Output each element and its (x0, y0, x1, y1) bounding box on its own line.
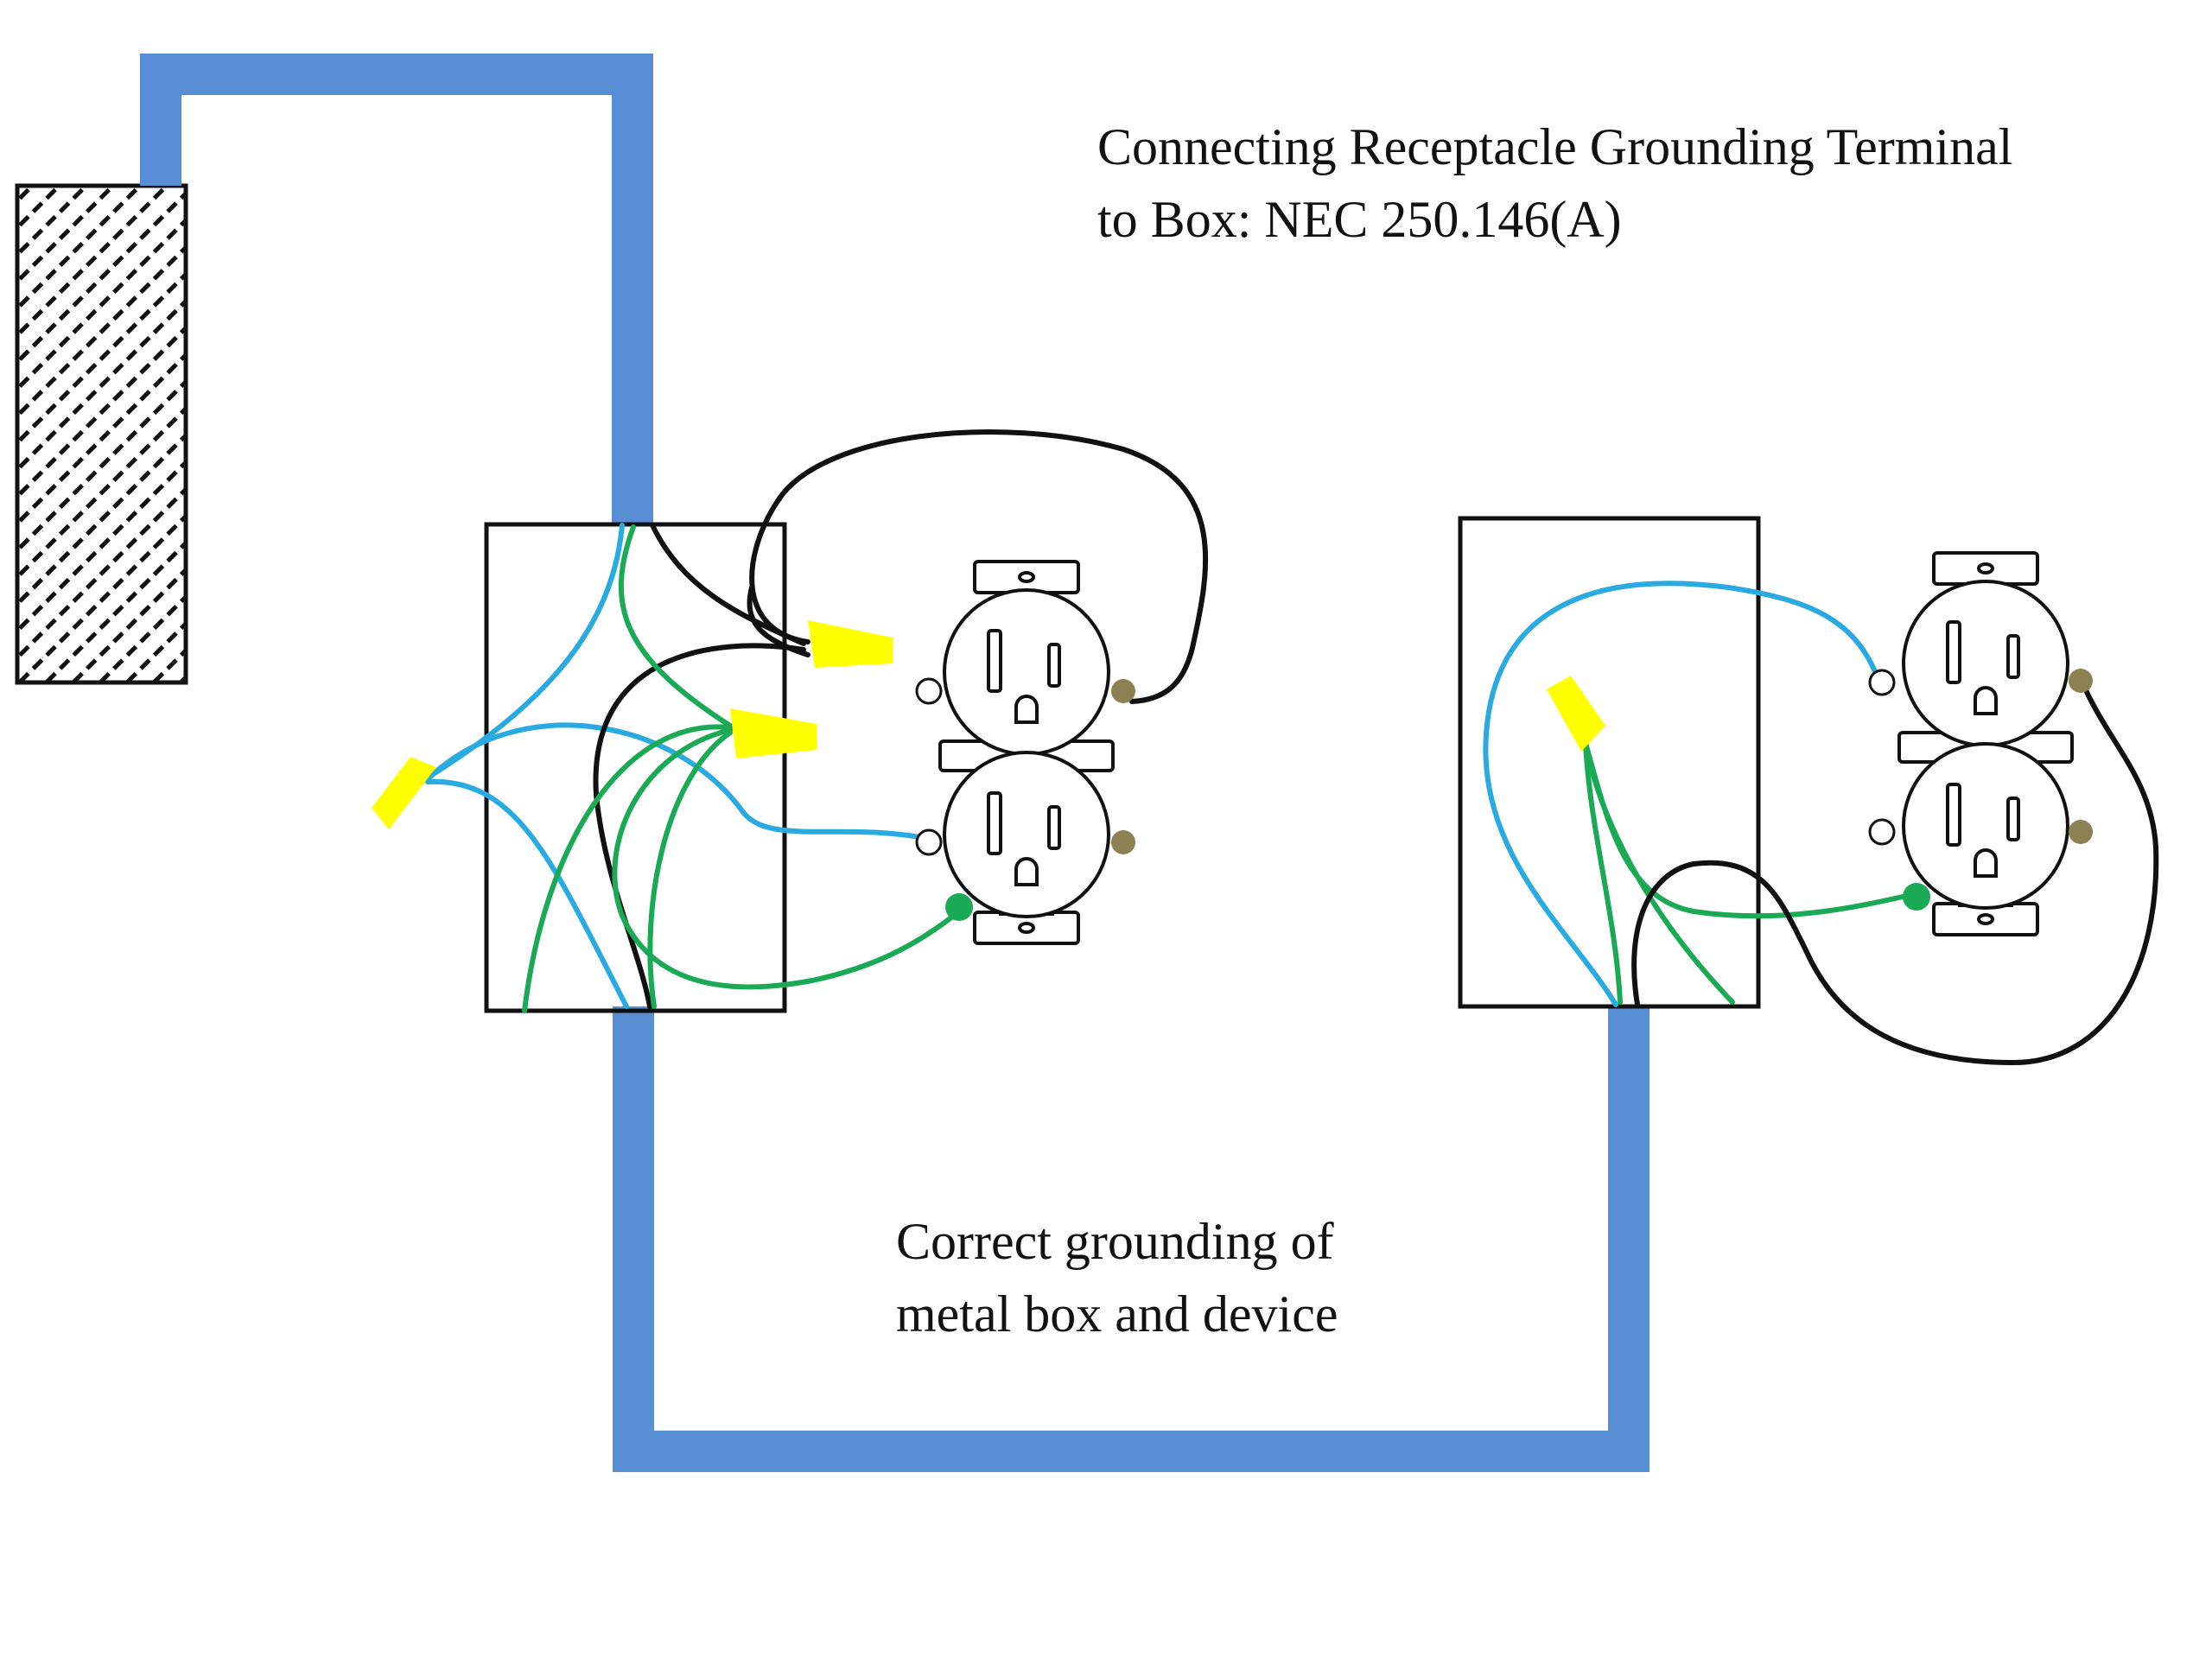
hot-slot (1946, 620, 1961, 684)
ground-hole (1014, 857, 1039, 886)
hot-wire (747, 585, 810, 657)
outlet-face (943, 588, 1110, 756)
wire-nuts-left (372, 620, 893, 829)
caption-line-1: Correct grounding of (896, 1213, 1334, 1270)
wire-nut (372, 757, 436, 829)
wire-nut (730, 708, 817, 759)
hot-wire (593, 643, 806, 1009)
neutral-wire (1483, 581, 1882, 1007)
outlet-face (943, 751, 1110, 918)
brass-screw (2069, 669, 2093, 693)
hot-slot (1946, 783, 1961, 847)
conduit-box1-to-box2 (613, 1005, 1649, 1472)
strap-screw (1018, 571, 1035, 583)
ground-hole (1974, 686, 1998, 715)
ground-wire (1583, 740, 1916, 919)
neutral-wire (425, 722, 936, 842)
ground-hole (1014, 695, 1039, 724)
wire-nut (808, 620, 893, 668)
green-ground-screw (1903, 883, 1930, 911)
diagram-title: Connecting Receptacle Grounding Terminal… (1097, 111, 2012, 256)
conduit (140, 54, 1649, 1472)
ground-wire (618, 524, 733, 728)
caption-line-2: metal box and device (896, 1285, 1338, 1342)
outlet-face (1902, 742, 2069, 910)
right-box-wires (1483, 581, 2159, 1066)
strap-screw (1977, 913, 1994, 925)
ground-wire (1583, 740, 1735, 1005)
outlet-face (1902, 580, 2069, 747)
metal-box-left (484, 522, 787, 1013)
receptacle-left (938, 560, 1115, 945)
brass-screw (2069, 820, 2093, 844)
green-ground-screw (945, 893, 973, 921)
neutral-slot (1047, 643, 1061, 688)
metal-box-right (1458, 516, 1761, 1009)
strap-screw (1977, 562, 1994, 574)
ground-wire (612, 727, 962, 990)
title-line-2: to Box: NEC 250.146(A) (1097, 191, 1622, 248)
silver-screw (915, 828, 943, 856)
title-line-1: Connecting Receptacle Grounding Terminal (1097, 118, 2013, 175)
silver-screw (1868, 669, 1896, 696)
ground-wire (522, 724, 733, 1013)
silver-screw (1868, 818, 1896, 846)
hot-slot (987, 629, 1002, 693)
diagram-caption: Correct grounding of metal box and devic… (896, 1205, 1338, 1350)
ground-wire (1583, 740, 1623, 1005)
neutral-slot (2006, 797, 2020, 841)
neutral-slot (1047, 805, 1061, 850)
neutral-slot (2006, 634, 2020, 679)
receptacle-right (1897, 551, 2074, 936)
neutral-wire (425, 778, 629, 1009)
service-panel (15, 183, 188, 685)
hot-slot (987, 791, 1002, 855)
conduit-panel-to-box1 (140, 54, 653, 523)
neutral-wire (425, 523, 625, 780)
ground-hole (1974, 848, 1998, 878)
ground-wire (647, 730, 733, 1009)
hot-wire (650, 523, 806, 646)
hot-wire (1631, 680, 2159, 1066)
left-box-wires (425, 429, 1209, 1013)
brass-screw (1111, 679, 1135, 703)
wire-nut (1547, 676, 1605, 752)
silver-screw (915, 677, 943, 705)
brass-screw (1111, 830, 1135, 854)
hot-wire (749, 429, 1209, 704)
strap-screw (1018, 922, 1035, 934)
